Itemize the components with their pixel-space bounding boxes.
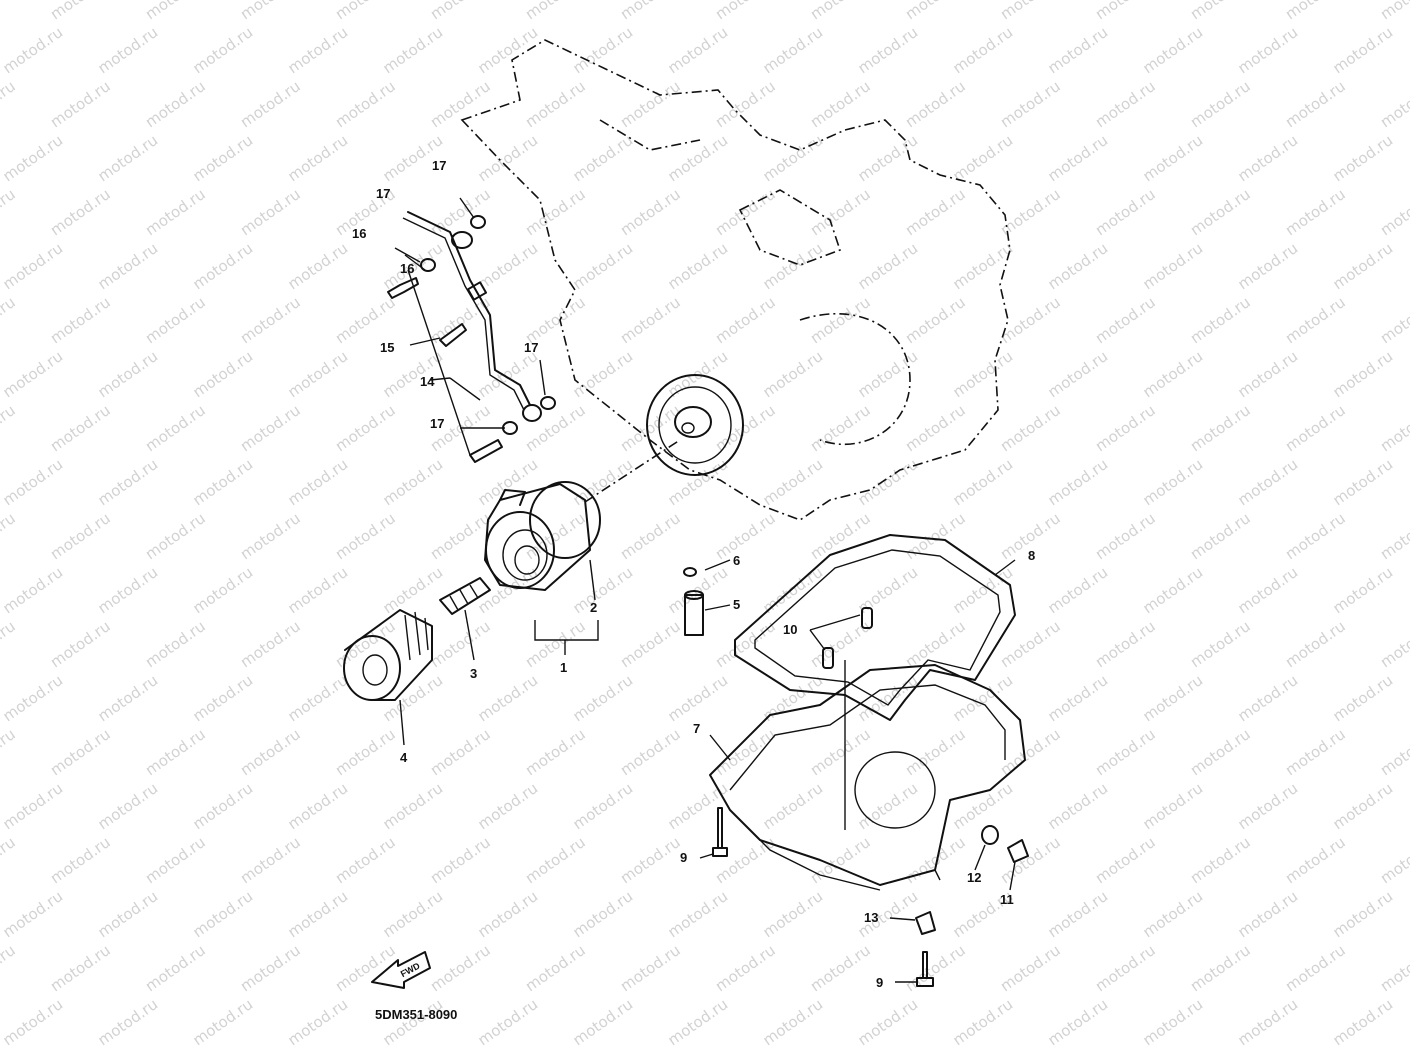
callout-5: 5 bbox=[733, 597, 740, 612]
callout-15: 15 bbox=[380, 340, 394, 355]
leader-lines bbox=[394, 197, 1016, 983]
callout-16-lower: 16 bbox=[400, 261, 414, 276]
oil-delivery-pipe bbox=[402, 211, 542, 422]
oil-filter bbox=[343, 609, 433, 701]
callout-12: 12 bbox=[967, 870, 981, 885]
callout-7: 7 bbox=[693, 721, 700, 736]
callout-10: 10 bbox=[783, 622, 797, 637]
callout-17-right: 17 bbox=[524, 340, 538, 355]
pan-part-5 bbox=[684, 594, 704, 636]
callout-3: 3 bbox=[470, 666, 477, 681]
callout-6: 6 bbox=[733, 553, 740, 568]
callout-17-left: 17 bbox=[376, 186, 390, 201]
callout-8: 8 bbox=[1028, 548, 1035, 563]
bolts-pipe bbox=[387, 277, 503, 463]
callout-16-upper: 16 bbox=[352, 226, 366, 241]
callout-1: 1 bbox=[560, 660, 567, 675]
callout-14: 14 bbox=[420, 374, 435, 389]
engine-block-outline bbox=[460, 39, 1011, 521]
oil-cooler bbox=[484, 481, 601, 591]
dowel-pins bbox=[822, 607, 873, 669]
union-bolt bbox=[439, 577, 491, 615]
callout-11: 11 bbox=[1000, 892, 1014, 907]
oil-cooler-mount-boss bbox=[646, 374, 744, 476]
assembly-axis-line bbox=[584, 439, 681, 503]
copper-washers bbox=[420, 215, 556, 435]
callout-17-top: 17 bbox=[432, 158, 446, 173]
diagram-code: 5DM351-8090 bbox=[375, 1007, 457, 1022]
callout-17-lower: 17 bbox=[430, 416, 444, 431]
callout-9-upper: 9 bbox=[680, 850, 687, 865]
callout-2: 2 bbox=[590, 600, 597, 615]
callout-13: 13 bbox=[864, 910, 878, 925]
callout-labels: 1 2 3 4 5 6 7 8 9 9 10 11 12 13 14 15 16… bbox=[352, 158, 1035, 990]
callout-4: 4 bbox=[400, 750, 408, 765]
callout-9-lower: 9 bbox=[876, 975, 883, 990]
oil-pan-gasket bbox=[734, 534, 1016, 721]
